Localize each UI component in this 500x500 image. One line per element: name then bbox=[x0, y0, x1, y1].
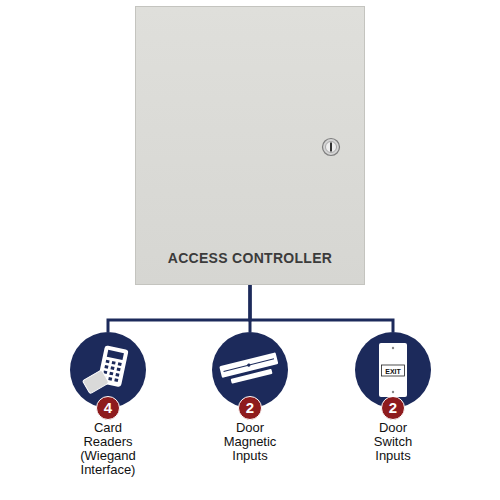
tree-connector bbox=[250, 285, 393, 332]
count-badge: 2 bbox=[238, 396, 262, 420]
tree-connector bbox=[108, 285, 250, 332]
icon-label: EXIT bbox=[381, 367, 405, 377]
feature-circle: 2Door Magnetic Inputs bbox=[212, 332, 288, 408]
feature-caption: Door Magnetic Inputs bbox=[217, 421, 283, 463]
count-badge: 4 bbox=[96, 396, 120, 420]
controller-title: ACCESS CONTROLLER bbox=[136, 250, 364, 266]
count-badge: 2 bbox=[381, 396, 405, 420]
feature-caption: Door Switch Inputs bbox=[360, 421, 426, 463]
feature-circle: 4Card Readers (Wiegand Interface) bbox=[70, 332, 146, 408]
controller-cabinet: ACCESS CONTROLLER bbox=[135, 6, 365, 285]
feature-caption: Card Readers (Wiegand Interface) bbox=[75, 421, 141, 477]
tree-connector bbox=[249, 285, 252, 332]
